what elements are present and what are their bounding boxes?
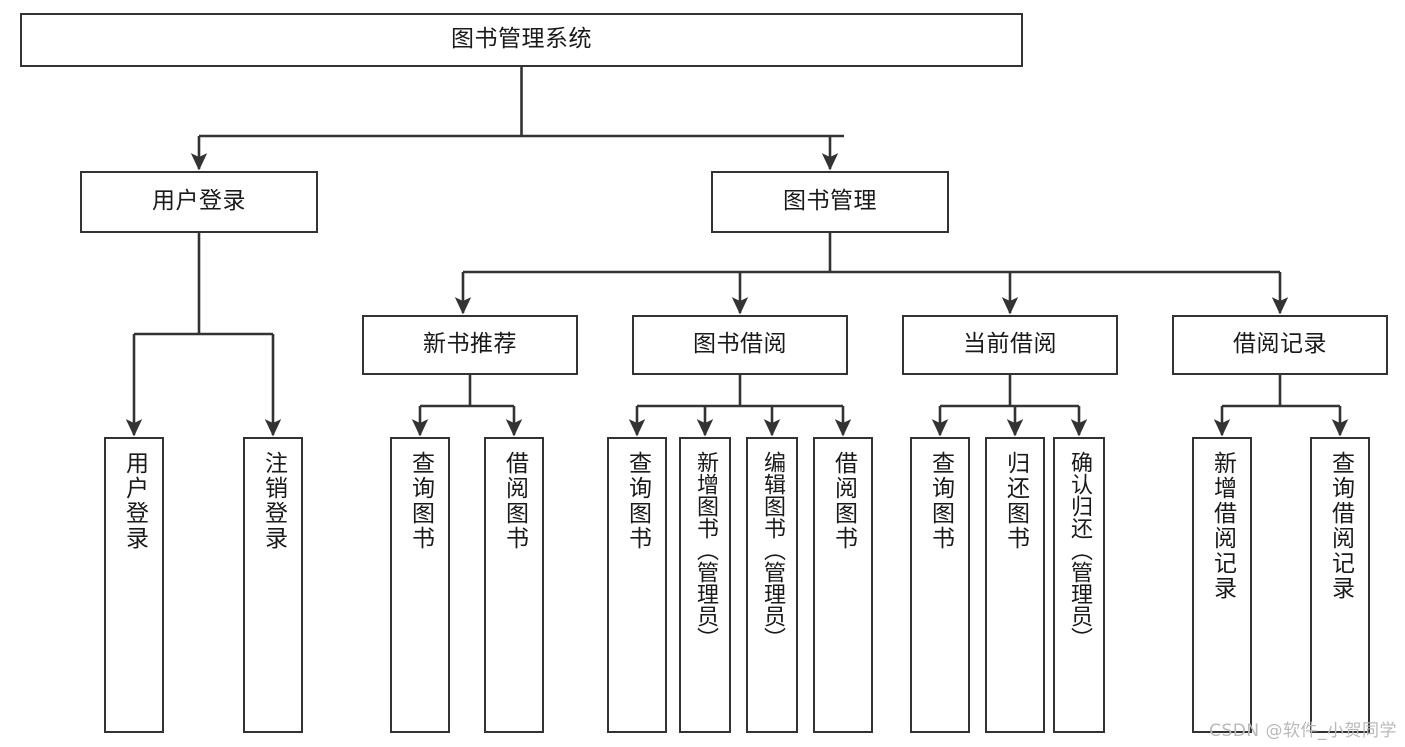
- node-leaf-user-login[interactable]: 用户登录: [104, 437, 164, 733]
- node-leaf-query-record[interactable]: 查询借阅记录: [1310, 437, 1370, 733]
- node-leaf-query-book-1-label: 查询图书: [407, 451, 434, 551]
- node-root[interactable]: 图书管理系统: [20, 13, 1023, 67]
- node-book-manage[interactable]: 图书管理: [711, 171, 949, 233]
- csdn-watermark: CSDN @软件_小贺同学: [1209, 721, 1397, 741]
- node-leaf-borrow-book-2[interactable]: 借阅图书: [813, 437, 873, 733]
- node-leaf-query-record-label: 查询借阅记录: [1327, 451, 1354, 601]
- node-user-login[interactable]: 用户登录: [80, 171, 318, 233]
- node-borrow-record[interactable]: 借阅记录: [1172, 315, 1388, 375]
- node-leaf-borrow-book-1[interactable]: 借阅图书: [484, 437, 544, 733]
- node-book-manage-label: 图书管理: [783, 188, 877, 215]
- node-new-book-recommend-label: 新书推荐: [423, 331, 517, 358]
- node-leaf-return-book[interactable]: 归还图书: [985, 437, 1045, 733]
- node-leaf-user-login-label: 用户登录: [121, 451, 148, 551]
- node-leaf-return-book-label: 归还图书: [1002, 451, 1029, 551]
- node-leaf-confirm-return[interactable]: 确认归还（管理员）: [1053, 437, 1105, 733]
- node-leaf-add-book-label: 新增图书（管理员）: [693, 451, 718, 649]
- node-user-login-label: 用户登录: [152, 188, 246, 215]
- node-leaf-query-book-2-label: 查询图书: [624, 451, 651, 551]
- node-new-book-recommend[interactable]: 新书推荐: [362, 315, 578, 375]
- node-leaf-borrow-book-1-label: 借阅图书: [501, 451, 528, 551]
- node-leaf-add-record[interactable]: 新增借阅记录: [1192, 437, 1252, 733]
- node-leaf-edit-book-label: 编辑图书（管理员）: [760, 451, 785, 649]
- node-book-borrow[interactable]: 图书借阅: [632, 315, 848, 375]
- node-current-borrow-label: 当前借阅: [963, 331, 1057, 358]
- node-leaf-add-book[interactable]: 新增图书（管理员）: [679, 437, 731, 733]
- node-leaf-query-book-3-label: 查询图书: [927, 451, 954, 551]
- node-borrow-record-label: 借阅记录: [1233, 331, 1327, 358]
- node-leaf-query-book-3[interactable]: 查询图书: [910, 437, 970, 733]
- node-leaf-edit-book[interactable]: 编辑图书（管理员）: [746, 437, 798, 733]
- node-leaf-logout-label: 注销登录: [260, 451, 287, 551]
- node-leaf-add-record-label: 新增借阅记录: [1209, 451, 1236, 601]
- node-leaf-query-book-2[interactable]: 查询图书: [607, 437, 667, 733]
- node-leaf-confirm-return-label: 确认归还（管理员）: [1067, 451, 1092, 649]
- node-leaf-borrow-book-2-label: 借阅图书: [830, 451, 857, 551]
- node-leaf-query-book-1[interactable]: 查询图书: [390, 437, 450, 733]
- node-leaf-logout[interactable]: 注销登录: [243, 437, 303, 733]
- node-root-label: 图书管理系统: [451, 26, 592, 53]
- node-current-borrow[interactable]: 当前借阅: [902, 315, 1118, 375]
- node-book-borrow-label: 图书借阅: [693, 331, 787, 358]
